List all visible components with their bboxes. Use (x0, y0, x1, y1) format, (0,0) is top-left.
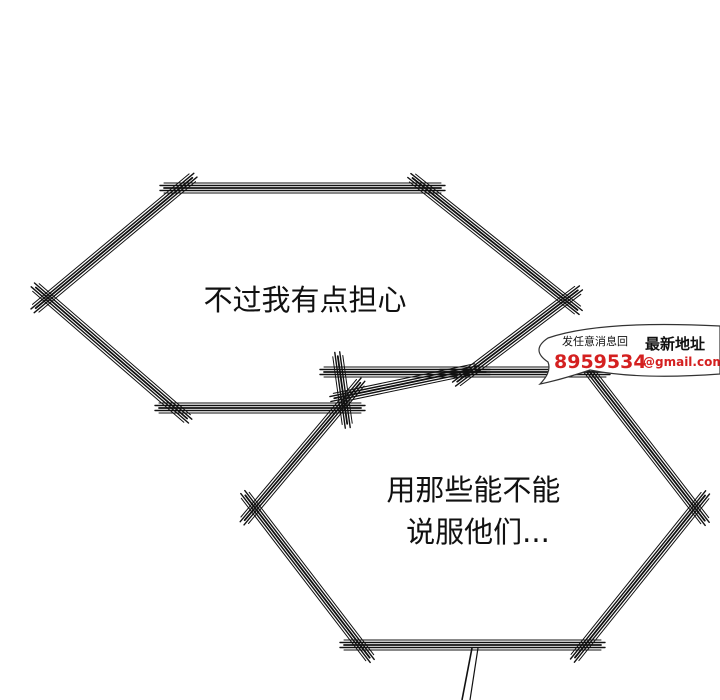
frame-stroke (573, 493, 711, 663)
watermark-line-2: 最新地址 (645, 335, 705, 353)
frame-stroke (570, 491, 702, 655)
frame-stroke (408, 181, 575, 315)
frame-stroke (410, 172, 583, 312)
speech-bubble-text-top: 不过我有点担心 (203, 283, 406, 317)
frame-stroke (240, 497, 367, 662)
frame-stroke (339, 351, 351, 429)
watermark-stamp: 发任意消息回 最新地址 8959534 @gmail.com (538, 323, 720, 385)
frame-stroke (240, 492, 371, 664)
frame-stroke (244, 494, 371, 659)
bubble-line: 用那些能不能 (386, 473, 560, 507)
frame-stroke (330, 369, 481, 403)
frame-stroke (38, 283, 191, 416)
frame-stroke (30, 172, 195, 310)
frame-stroke (578, 498, 710, 662)
frame-stroke (38, 181, 196, 313)
frame-stroke (333, 367, 477, 400)
frame-stroke (453, 285, 576, 379)
frame-stroke (332, 363, 476, 394)
frame-stroke (33, 176, 198, 314)
bubble-line: 说服他们... (406, 515, 550, 549)
bubble-line: 不过我有点担心 (203, 283, 406, 317)
frame-stroke (411, 177, 579, 311)
frame-stroke (579, 358, 706, 522)
watermark-number: 8959534 (554, 351, 647, 373)
frame-stroke (415, 173, 582, 307)
frame-stroke (329, 364, 480, 398)
watermark-email: @gmail.com (643, 355, 720, 369)
frame-stroke (336, 355, 349, 425)
frame-stroke (32, 290, 185, 423)
watermark-line-1: 发任意消息回 (562, 334, 628, 348)
frame-stroke (569, 490, 707, 660)
frame-stroke (407, 176, 580, 316)
speech-bubble-frame-bottom (239, 353, 711, 664)
frame-stroke (32, 173, 190, 305)
frame-stroke (244, 489, 375, 661)
frame-stroke (334, 373, 478, 404)
frame-stroke (248, 491, 375, 656)
frame-stroke (243, 381, 362, 522)
frame-stroke (575, 361, 702, 525)
frame-stroke (342, 355, 353, 424)
frame-stroke (34, 176, 194, 310)
frame-stroke (30, 286, 190, 424)
frame-stroke (579, 353, 710, 523)
speech-bubble-text-bottom: 用那些能不能 说服他们... (386, 473, 569, 549)
frame-stroke (334, 351, 346, 429)
frame-stroke (575, 357, 706, 527)
frame-stroke (583, 355, 710, 519)
bubble-tail-lines (461, 647, 479, 700)
frame-stroke (33, 282, 193, 420)
frame-stroke (243, 380, 366, 526)
frame-stroke (248, 385, 365, 524)
frame-stroke (574, 494, 706, 659)
frame-stroke (35, 286, 189, 420)
